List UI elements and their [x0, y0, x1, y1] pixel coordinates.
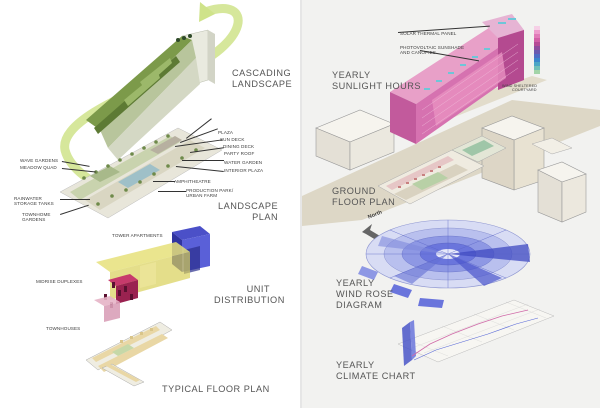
label-party-roof: PARTY ROOF — [224, 151, 255, 156]
label-line: GARDENS — [22, 217, 46, 223]
leader-line — [60, 199, 90, 200]
label-line: AND CANOPIES — [400, 50, 436, 56]
label-line: RAINWATER — [14, 196, 42, 201]
label-interior-plaza: INTERIOR PLAZA — [224, 168, 264, 173]
left-panel: CASCADING LANDSCAPE LANDSCAPE PLAN UNIT … — [14, 2, 292, 394]
label-line: TOWNHOME — [22, 212, 51, 217]
north-arrow — [362, 224, 380, 240]
title-sunlight-hours: YEARLY SUNLIGHT HOURS — [332, 70, 421, 92]
ground-floor-plan — [377, 135, 507, 205]
leader-line — [153, 181, 175, 182]
label-line: PRODUCTION PARK/ — [186, 188, 234, 193]
label-sun-deck: SUN DECK — [220, 137, 245, 142]
landscape-plan — [59, 127, 223, 219]
title-line: SUNLIGHT HOURS — [332, 81, 422, 91]
panel-divider — [300, 0, 302, 408]
label-wave-gardens: WAVE GARDENS — [20, 158, 59, 163]
label-townhouses: TOWNHOUSES — [46, 326, 81, 331]
title-line: YEARLY — [336, 278, 375, 288]
label-line: WIND SHELTERED — [502, 84, 538, 88]
title-line: YEARLY — [332, 70, 371, 80]
label-amphitheatre: AMPHITHEATRE — [174, 179, 211, 184]
title-line: FLOOR PLAN — [332, 197, 396, 207]
label-production-park: PRODUCTION PARK/ URBAN FARM — [186, 188, 233, 199]
label-line: STORAGE TANKS — [14, 201, 54, 207]
label-photovoltaic: PHOTOVOLTAIC SUNSHADE AND CANOPIES — [400, 45, 464, 56]
sunlight-building — [390, 14, 524, 144]
label-dining-deck: DINING DECK — [223, 144, 255, 149]
leader-line — [182, 160, 224, 161]
context-buildings — [315, 109, 587, 223]
label-solar-thermal: SOLAR THERMAL PANEL — [400, 31, 457, 36]
title-line: WIND ROSE — [336, 289, 394, 299]
title-line: UNIT — [246, 284, 270, 294]
label-rainwater-tanks: RAINWATER STORAGE TANKS — [14, 196, 54, 207]
title-landscape-plan: LANDSCAPE PLAN — [218, 201, 278, 223]
label-wind-sheltered: WIND SHELTERED COURTYARD — [502, 84, 537, 93]
label-plaza: PLAZA — [218, 130, 234, 135]
label-line: PHOTOVOLTAIC SUNSHADE — [400, 45, 465, 50]
label-line: COURTYARD — [512, 88, 537, 93]
title-wind-rose: YEARLY WIND ROSE DIAGRAM — [336, 278, 394, 311]
title-line: GROUND — [332, 186, 376, 196]
unit-distribution — [94, 226, 210, 322]
label-townhome-gardens: TOWNHOME GARDENS — [22, 212, 51, 223]
title-line: LANDSCAPE — [218, 201, 279, 211]
label-meadow-quad: MEADOW QUAD — [20, 165, 57, 170]
right-diagram-graphics — [302, 14, 600, 366]
title-line: CLIMATE CHART — [336, 371, 416, 381]
title-climate-chart: YEARLY CLIMATE CHART — [336, 360, 416, 382]
label-midrise-duplexes: MIDRISE DUPLEXES — [36, 279, 83, 284]
title-line: LANDSCAPE — [232, 79, 293, 89]
label-water-garden: WATER GARDEN — [224, 160, 263, 165]
title-unit-distribution: UNIT DISTRIBUTION — [214, 284, 285, 306]
title-line: YEARLY — [336, 360, 375, 370]
label-line: URBAN FARM — [186, 193, 218, 199]
typical-floor-plan — [85, 321, 173, 387]
climate-chart — [397, 299, 555, 366]
title-line: CASCADING — [232, 68, 292, 78]
cascading-landscape — [86, 29, 215, 160]
title-cascading: CASCADING LANDSCAPE — [232, 68, 292, 90]
wind-rose — [358, 219, 531, 308]
title-line: DIAGRAM — [336, 300, 383, 310]
title-typical-floor-plan: TYPICAL FLOOR PLAN — [162, 384, 270, 394]
leader-line — [158, 191, 186, 192]
left-diagram-graphics — [59, 2, 243, 387]
sunlight-legend — [534, 26, 540, 74]
title-line: PLAN — [252, 212, 279, 222]
title-ground-floor: GROUND FLOOR PLAN — [332, 186, 395, 208]
title-line: DISTRIBUTION — [214, 295, 285, 305]
label-tower-apartments: TOWER APARTMENTS — [112, 233, 163, 238]
right-panel: SOLAR THERMAL PANEL PHOTOVOLTAIC SUNSHAD… — [302, 0, 600, 408]
